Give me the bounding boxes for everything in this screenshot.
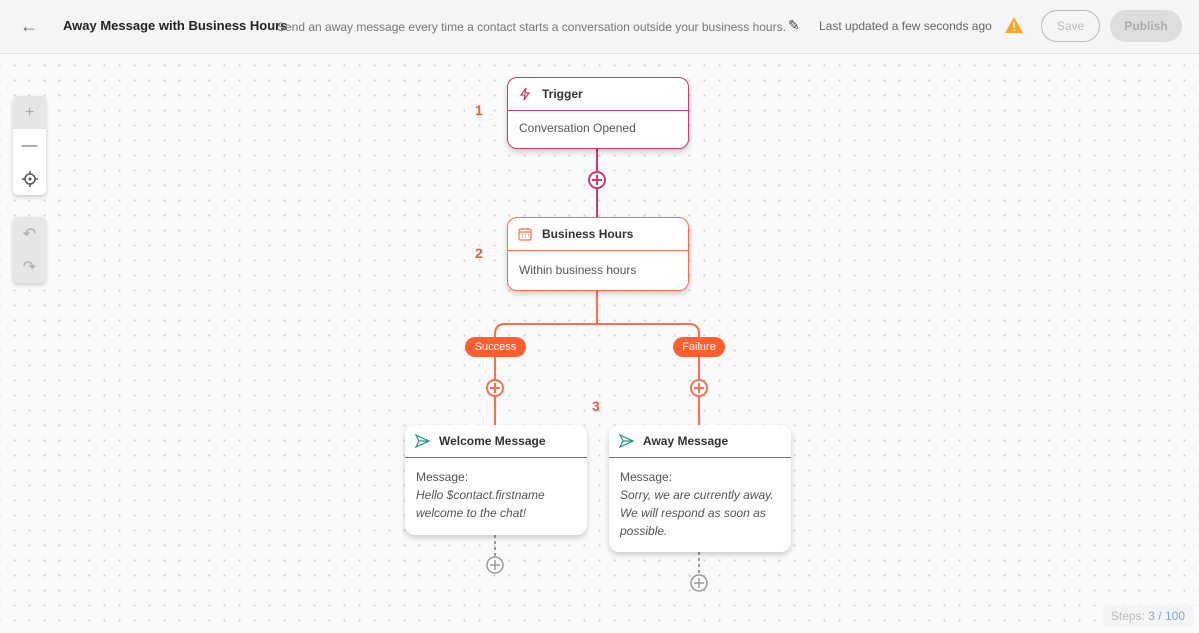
- message-label: Message:: [416, 470, 469, 484]
- node-title: Away Message: [643, 434, 729, 448]
- node-title: Welcome Message: [439, 434, 546, 448]
- save-button[interactable]: Save: [1041, 10, 1100, 42]
- node-title: Trigger: [542, 87, 583, 101]
- publish-button[interactable]: Publish: [1110, 10, 1182, 42]
- pencil-icon[interactable]: ✎: [788, 17, 800, 33]
- node-body: Within business hours: [519, 263, 637, 277]
- message-text: Sorry, we are currently away. We will re…: [620, 488, 774, 538]
- page-description: Send an away message every time a contac…: [277, 20, 786, 34]
- success-branch-label: Success: [465, 337, 526, 357]
- last-updated: Last updated a few seconds ago: [819, 19, 992, 33]
- back-arrow-icon[interactable]: ←: [20, 16, 38, 36]
- steps-value: 3 / 100: [1148, 609, 1185, 623]
- warning-icon[interactable]: [1005, 17, 1023, 33]
- undo-button[interactable]: ↶: [22, 225, 37, 243]
- steps-counter: Steps: 3 / 100: [1102, 605, 1193, 627]
- lightning-icon: [518, 87, 534, 101]
- away-message-node[interactable]: Away Message Message: Sorry, we are curr…: [609, 425, 791, 552]
- page-title: Away Message with Business Hours: [63, 18, 288, 33]
- add-step-button[interactable]: [486, 556, 504, 574]
- node-title: Business Hours: [542, 227, 634, 241]
- message-label: Message:: [620, 470, 673, 484]
- business-hours-node[interactable]: Business Hours Within business hours: [507, 217, 689, 291]
- step-number: 3: [592, 398, 600, 414]
- trigger-node[interactable]: Trigger Conversation Opened: [507, 77, 689, 149]
- send-icon: [619, 434, 635, 448]
- add-step-button[interactable]: [690, 379, 708, 397]
- step-number: 2: [475, 245, 483, 261]
- zoom-out-button[interactable]: —: [21, 136, 38, 154]
- recenter-button[interactable]: [13, 162, 46, 195]
- redo-button[interactable]: ↷: [22, 258, 37, 276]
- add-step-button[interactable]: [588, 171, 606, 189]
- flow-canvas[interactable]: [0, 55, 1199, 633]
- history-controls: ↶ ↷: [13, 217, 46, 283]
- step-number: 1: [475, 102, 483, 118]
- add-step-button[interactable]: [486, 379, 504, 397]
- top-bar: ← Away Message with Business Hours Send …: [0, 0, 1199, 54]
- welcome-message-node[interactable]: Welcome Message Message: Hello $contact.…: [405, 425, 587, 535]
- crosshair-icon: [21, 170, 38, 187]
- failure-branch-label: Failure: [673, 337, 725, 357]
- calendar-icon: [518, 227, 534, 241]
- add-step-button[interactable]: [690, 574, 708, 592]
- node-body: Conversation Opened: [519, 121, 636, 135]
- zoom-in-button[interactable]: +: [13, 96, 46, 129]
- steps-label: Steps:: [1110, 609, 1145, 623]
- message-text: Hello $contact.firstname welcome to the …: [416, 488, 545, 520]
- zoom-controls: + —: [13, 96, 46, 195]
- send-icon: [415, 434, 431, 448]
